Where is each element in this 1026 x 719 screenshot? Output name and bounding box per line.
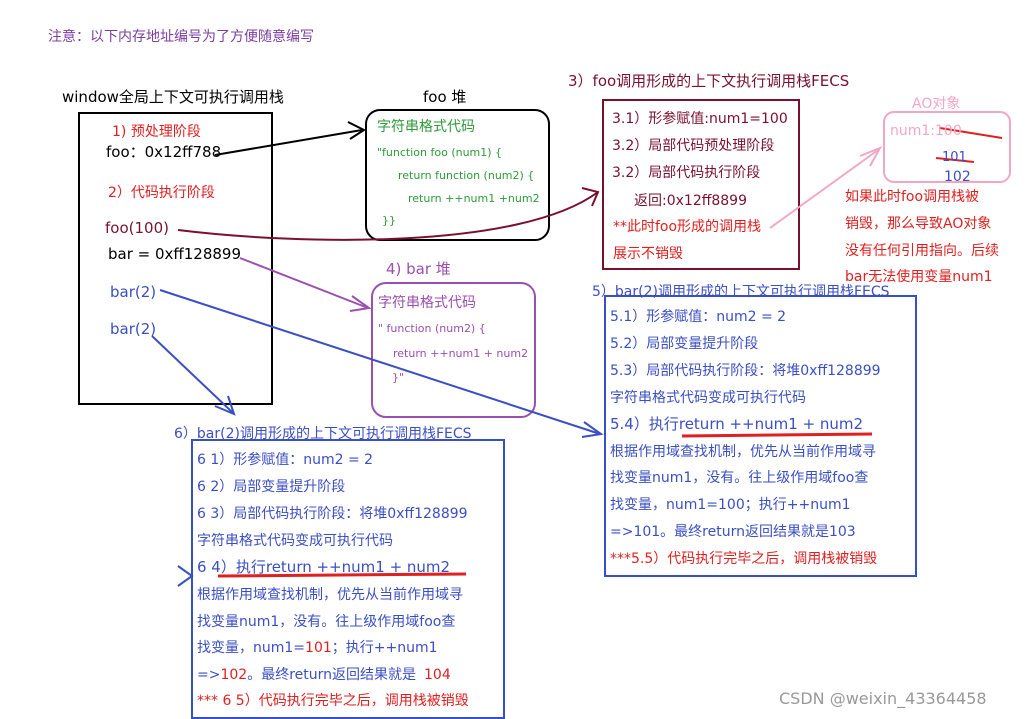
window-bar-call-1: bar(2) — [110, 283, 157, 301]
bar-ecs5-exec-prefix: 5.4）执行 — [610, 415, 679, 433]
bar-ecs5-line-1: 5.1）形参赋值：num2 = 2 — [610, 309, 787, 325]
foo-heap-code-3: return ++num1 +num2 — [408, 192, 540, 205]
bar-ecs5-line-2: 5.2）局部变量提升阶段 — [610, 336, 759, 352]
foo-ecs-line-1: 3.1）形参赋值:num1=100 — [612, 111, 788, 127]
watermark: CSDN @weixin_43364458 — [779, 689, 987, 708]
foo-heap-code-2: return function (num2) { — [398, 169, 535, 182]
arrow-foo-to-heap — [214, 129, 363, 156]
foo-ecs-line-4: 返回:0x12ff8899 — [634, 193, 747, 209]
window-bar-call-2: bar(2) — [110, 320, 157, 338]
bar-ecs6-line-4: 字符串格式代码变成可执行代码 — [197, 533, 393, 549]
bar-ecs5-body-1: 根据作用域查找机制，优先从当前作用域寻 — [610, 444, 876, 460]
bar-ecs5-exec: 5.4）执行return ++num1 + num2 — [610, 413, 863, 434]
window-foo-call: foo(100) — [105, 219, 169, 237]
ao-note-4: bar无法使用变量num1 — [845, 269, 993, 285]
window-phase2: 2）代码执行阶段 — [108, 185, 215, 201]
arrow-bar2-to-ecs6 — [151, 335, 233, 413]
bar-ecs6-body-3: 找变量，num1=101；执行++num1 — [197, 640, 438, 656]
foo-ecs-line-2: 3.2）局部代码预处理阶段 — [612, 138, 775, 154]
window-stack-title: window全局上下文可执行调用栈 — [62, 88, 284, 106]
bar-heap-code-2: return ++num1 + num2 — [393, 347, 529, 360]
bar-ecs6-result-104: 104 — [424, 667, 451, 683]
ao-value-101: 101 — [942, 150, 967, 165]
foo-heap-code-4: }} — [382, 214, 396, 227]
bar-ecs6-num1-101: 101 — [305, 640, 332, 656]
bar-ecs6-line-2: 6 2）局部变量提升阶段 — [197, 479, 346, 495]
bar-ecs6-value-102: 102 — [220, 667, 248, 683]
ao-note-2: 销毁，那么导致AO对象 — [845, 216, 992, 232]
window-phase1: 1) 预处理阶段 — [112, 124, 201, 140]
bar-ecs6-line-1: 6 1）形参赋值：num2 = 2 — [197, 452, 374, 468]
bar-ecs6-destroy: *** 6 5）代码执行完毕之后，调用栈被销毁 — [197, 693, 469, 709]
bar-ecs5-line-3: 5.3）局部代码执行阶段：将堆0xff128899 — [610, 363, 881, 379]
window-bar-assign: bar = 0xff128899 — [108, 245, 242, 263]
bar-ecs6-body-2: 找变量num1，没有。往上级作用域foo查 — [197, 614, 456, 630]
bar-ecs6-exec: 6 4）执行return ++num1 + num2 — [197, 556, 450, 577]
foo-ecs-note-1: **此时foo形成的调用栈 — [613, 219, 762, 235]
bar-ecs5-body-3: 找变量，num1=100；执行++num1 — [610, 497, 851, 513]
foo-heap-title: foo 堆 — [423, 88, 467, 106]
ao-note-3: 没有任何引用指向。后续 — [845, 243, 999, 259]
underline-ecs5 — [681, 432, 873, 438]
arrow-bar-to-heap — [239, 257, 369, 309]
bar-ecs6-body-1: 根据作用域查找机制，优先从当前作用域寻 — [197, 587, 463, 603]
bar-ecs6-exec-prefix: 6 4） — [197, 558, 236, 576]
bar-ecs6-exec-code: 执行return ++num1 + num2 — [235, 558, 451, 576]
bar-heap-label: 字符串格式代码 — [378, 295, 476, 311]
bar-ecs6-title: 6）bar(2)调用形成的上下文可执行调用栈FECS — [174, 426, 472, 442]
bar-ecs5-destroy: ***5.5）代码执行完毕之后，调用栈被销毁 — [610, 551, 878, 567]
ao-note-1: 如果此时foo调用栈被 — [845, 189, 980, 205]
foo-heap-label: 字符串格式代码 — [377, 119, 475, 135]
foo-ecs-line-3: 3.2）局部代码执行阶段 — [612, 165, 761, 181]
bar-ecs5-line-4: 字符串格式代码变成可执行代码 — [610, 390, 806, 406]
bar-ecs6-line-3: 6 3）局部代码执行阶段：将堆0xff128899 — [197, 506, 468, 522]
bar-ecs5-body-2: 找变量num1，没有。往上级作用域foo查 — [610, 470, 869, 486]
bar-ecs5-title: 5）bar(2)调用形成的上下文可执行调用栈FECS — [592, 284, 890, 300]
bar-ecs5-exec-code: return ++num1 + num2 — [678, 415, 864, 433]
foo-ecs-note-2: 展示不销毁 — [613, 246, 683, 262]
note-text: 注意：以下内存地址编号为了方便随意编写 — [48, 29, 314, 45]
bar-heap-code-3: }" — [392, 371, 405, 384]
bar-heap-code-1: " function (num2) { — [378, 322, 486, 335]
window-foo-addr: foo：0x12ff788 — [106, 143, 222, 161]
foo-heap-code-1: "function foo (num1) { — [377, 146, 503, 159]
foo-ecs-title: 3）foo调用形成的上下文执行调用栈FECS — [568, 72, 850, 90]
bar-ecs5-body-4: =>101。最终return返回结果就是103 — [610, 524, 856, 540]
ao-num1: num1:100 — [890, 123, 962, 139]
ao-title: AO对象 — [912, 96, 961, 112]
ao-value-102: 102 — [944, 169, 971, 185]
bar-heap-title: 4) bar 堆 — [386, 260, 451, 278]
